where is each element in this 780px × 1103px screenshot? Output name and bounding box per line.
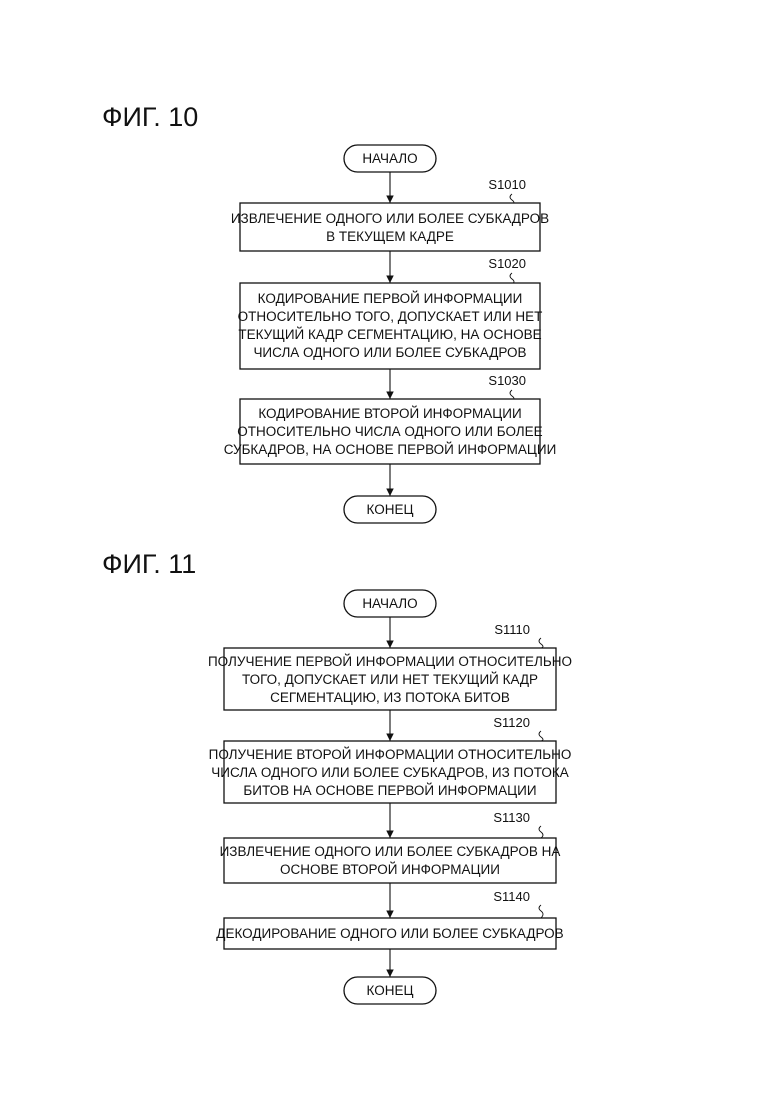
process-text-line: КОДИРОВАНИЕ ПЕРВОЙ ИНФОРМАЦИИ — [258, 291, 523, 306]
figure-10: ФИГ. 10 НАЧАЛО S1010 ИЗВЛЕЧЕНИЕ ОДНОГО И… — [102, 102, 556, 523]
step-id-label: S1110 — [494, 622, 530, 637]
terminal-label: НАЧАЛО — [362, 151, 417, 166]
process-text-line: ПОЛУЧЕНИЕ ПЕРВОЙ ИНФОРМАЦИИ ОТНОСИТЕЛЬНО — [208, 654, 572, 669]
step-leader-line — [539, 905, 543, 918]
process-text-line: ДЕКОДИРОВАНИЕ ОДНОГО ИЛИ БОЛЕЕ СУБКАДРОВ — [216, 926, 563, 941]
process-text-line: ИЗВЛЕЧЕНИЕ ОДНОГО ИЛИ БОЛЕЕ СУБКАДРОВ — [231, 211, 549, 226]
terminal-label: НАЧАЛО — [362, 596, 417, 611]
figure-11-end-terminal: КОНЕЦ — [344, 977, 436, 1004]
step-id-label: S1120 — [493, 715, 530, 730]
process-text-line: ТЕКУЩИЙ КАДР СЕГМЕНТАЦИЮ, НА ОСНОВЕ — [238, 327, 541, 342]
step-id-label: S1010 — [488, 177, 526, 192]
process-text-line: КОДИРОВАНИЕ ВТОРОЙ ИНФОРМАЦИИ — [258, 406, 521, 421]
process-text-line: ИЗВЛЕЧЕНИЕ ОДНОГО ИЛИ БОЛЕЕ СУБКАДРОВ НА — [220, 844, 561, 859]
figure-10-start-terminal: НАЧАЛО — [344, 145, 436, 172]
process-text-line: СЕГМЕНТАЦИЮ, ИЗ ПОТОКА БИТОВ — [270, 690, 510, 705]
figure-11-start-terminal: НАЧАЛО — [344, 590, 436, 617]
process-text-line: ЧИСЛА ОДНОГО ИЛИ БОЛЕЕ СУБКАДРОВ — [253, 345, 526, 360]
terminal-label: КОНЕЦ — [367, 983, 414, 998]
step-leader-line — [539, 826, 543, 838]
step-id-label: S1030 — [488, 373, 526, 388]
step-id-label: S1140 — [493, 889, 530, 904]
process-text-line: ОТНОСИТЕЛЬНО ТОГО, ДОПУСКАЕТ ИЛИ НЕТ — [238, 309, 543, 324]
process-text-line: ТОГО, ДОПУСКАЕТ ИЛИ НЕТ ТЕКУЩИЙ КАДР — [242, 672, 538, 687]
process-text-line: ЧИСЛА ОДНОГО ИЛИ БОЛЕЕ СУБКАДРОВ, ИЗ ПОТ… — [211, 765, 568, 780]
process-text-line: В ТЕКУЩЕМ КАДРЕ — [326, 229, 454, 244]
figure-11: ФИГ. 11 НАЧАЛО S1110 ПОЛУЧЕНИЕ ПЕРВОЙ ИН… — [102, 549, 572, 1004]
step-leader-line — [539, 731, 543, 741]
process-text-line: ОСНОВЕ ВТОРОЙ ИНФОРМАЦИИ — [280, 862, 500, 877]
figure-11-title: ФИГ. 11 — [102, 549, 196, 579]
process-text-line: ПОЛУЧЕНИЕ ВТОРОЙ ИНФОРМАЦИИ ОТНОСИТЕЛЬНО — [209, 747, 572, 762]
process-text-line: СУБКАДРОВ, НА ОСНОВЕ ПЕРВОЙ ИНФОРМАЦИИ — [224, 442, 557, 457]
figure-10-title: ФИГ. 10 — [102, 102, 198, 132]
step-leader-line — [539, 638, 543, 648]
step-id-label: S1020 — [488, 256, 526, 271]
process-text-line: БИТОВ НА ОСНОВЕ ПЕРВОЙ ИНФОРМАЦИИ — [243, 783, 536, 798]
terminal-label: КОНЕЦ — [367, 502, 414, 517]
step-id-label: S1130 — [493, 810, 530, 825]
process-text-line: ОТНОСИТЕЛЬНО ЧИСЛА ОДНОГО ИЛИ БОЛЕЕ — [237, 424, 542, 439]
figure-10-end-terminal: КОНЕЦ — [344, 496, 436, 523]
